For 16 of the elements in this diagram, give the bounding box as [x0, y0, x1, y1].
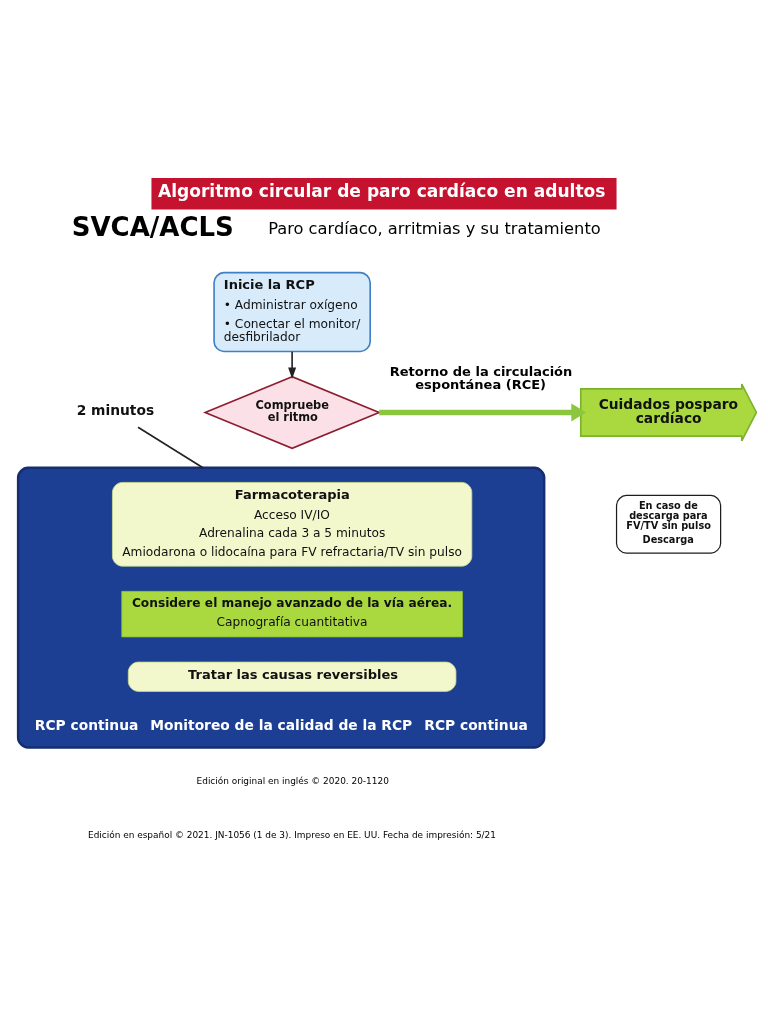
label: Edición en español © 2021. JN-1056 (1 de 3). Impreso en EE. UU. Fecha de impresión: 5/21: [88, 829, 496, 840]
node-text: 2 minutos: [76, 401, 155, 418]
connector: [137, 425, 204, 469]
node-box: Farmacoterapia Acceso IV/IO Adrenalina cada 3 a 5 minutos Amiodarona o lidocaína para FV refractaria/TV sin pulso: [112, 481, 473, 567]
arrow: [379, 402, 587, 422]
label: Paro cardíaco, arritmias y su tratamiento: [268, 218, 601, 238]
node-box: En caso de descarga para FV/TV sin pulso Descarga: [615, 494, 722, 554]
node-box: Considere el manejo avanzado de la vía aérea. Capnografía cuantitativa: [121, 590, 463, 637]
edge-label: Retorno de la circulación espontánea (RCE): [389, 363, 573, 392]
node-diamond: Compruebe el ritmo: [202, 375, 382, 449]
arrow: [288, 350, 297, 379]
diagram-title: Algoritmo circular de paro cardíaco en adultos: [157, 180, 606, 201]
node-box: Inicie la RCP • Administrar oxígeno • Conectar el monitor/ desfibrilador: [213, 271, 371, 352]
label: Edición original en inglés © 2020. 20-1120: [196, 775, 389, 786]
label: SVCA/ACLS: [71, 211, 234, 242]
node-box: Tratar las causas reversibles: [127, 661, 457, 692]
